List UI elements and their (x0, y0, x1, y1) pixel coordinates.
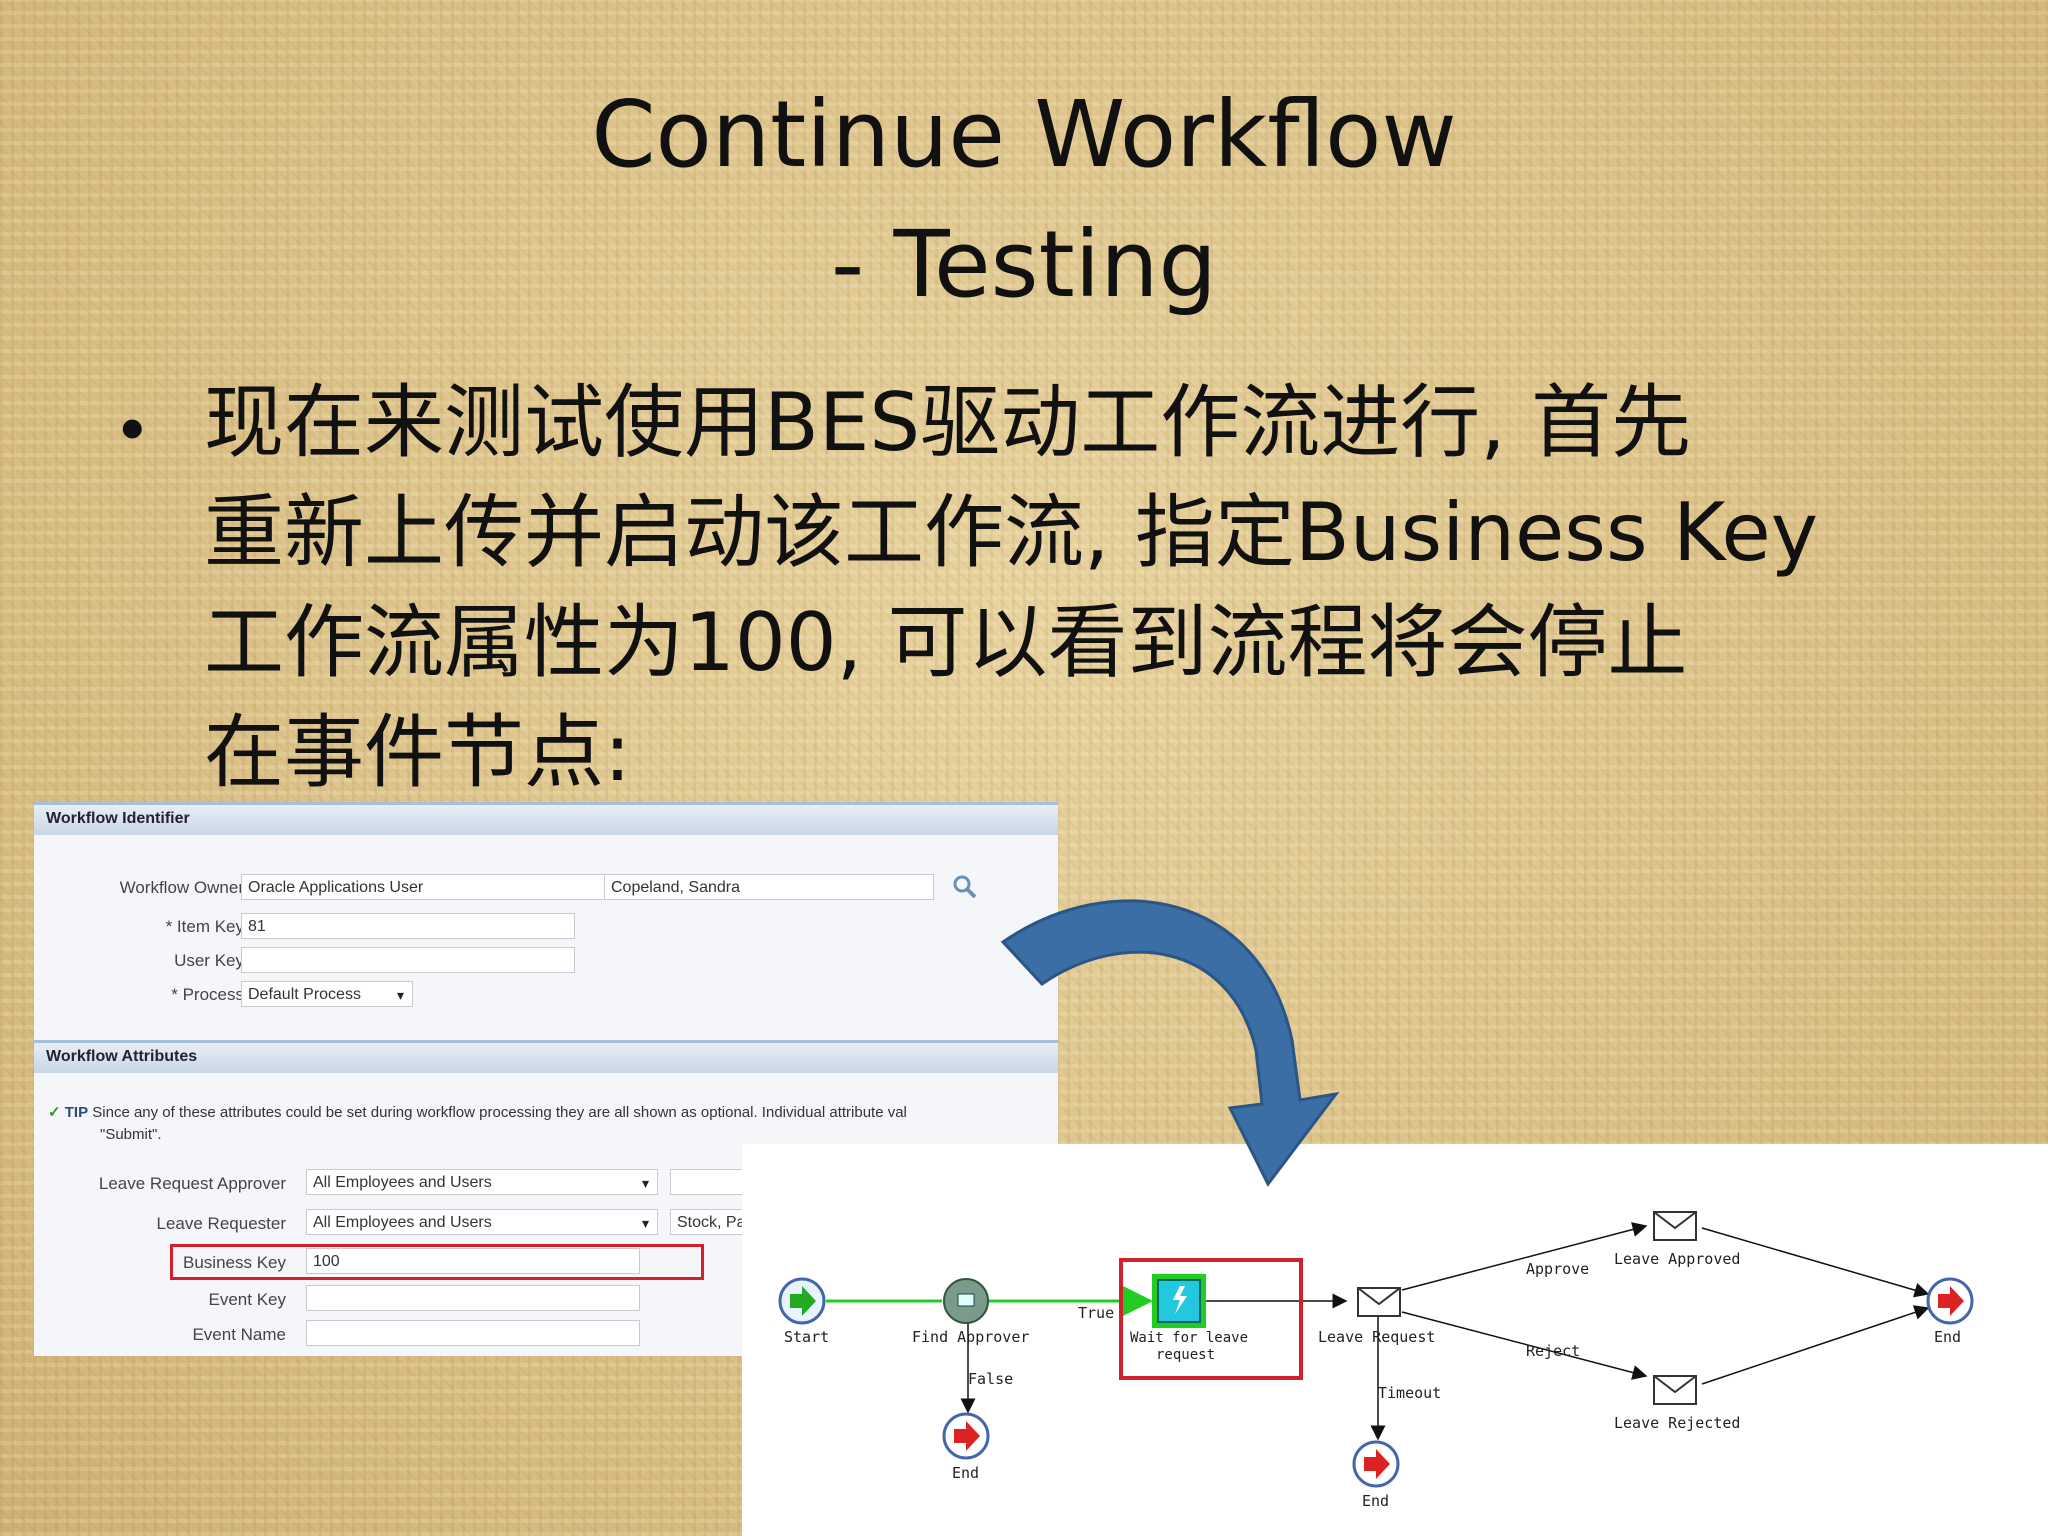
event-name-input[interactable] (306, 1320, 640, 1346)
process-value: Default Process (248, 986, 361, 1003)
requester-select[interactable]: All Employees and Users (306, 1209, 658, 1236)
business-key-highlight (170, 1244, 704, 1280)
tip-text-2: "Submit". (100, 1126, 162, 1143)
bullet-line-4: 在事件节点: (204, 706, 631, 799)
leave-approved-label: Leave Approved (1614, 1250, 1741, 1268)
workflow-owner-select[interactable]: Oracle Applications User (241, 874, 629, 901)
event-name-label: Event Name (192, 1325, 286, 1344)
workflow-owner-label: Workflow Owner (119, 878, 244, 897)
requester-label: Leave Requester (156, 1214, 286, 1233)
bullet-line-2: 重新上传并启动该工作流, 指定Business Key (204, 486, 1819, 579)
tip-text: Since any of these attributes could be s… (92, 1104, 907, 1121)
slide-title: Continue Workflow - Testing (0, 70, 2048, 330)
edge-timeout-label: Timeout (1378, 1384, 1442, 1402)
end-right-node-icon[interactable] (1926, 1277, 1974, 1325)
process-select[interactable]: Default Process (241, 981, 413, 1008)
end-false-label: End (952, 1464, 980, 1482)
start-node-icon[interactable] (778, 1277, 826, 1325)
approver-select[interactable]: All Employees and Users (306, 1169, 658, 1196)
bullet-line-3: 工作流属性为100, 可以看到流程将会停止 (204, 596, 1688, 689)
item-key-input[interactable]: 81 (241, 913, 575, 939)
workflow-owner-name-input[interactable]: Copeland, Sandra (604, 874, 934, 900)
leave-request-envelope-icon[interactable] (1357, 1287, 1401, 1317)
edge-reject-label: Reject (1526, 1342, 1581, 1360)
leave-rejected-label: Leave Rejected (1614, 1414, 1741, 1432)
tip-label: TIP (64, 1104, 89, 1121)
event-key-input[interactable] (306, 1285, 640, 1311)
leave-request-label: Leave Request (1318, 1328, 1436, 1346)
workflow-diagram-screenshot: Start Find Approver Wait for leave reque… (742, 1144, 2048, 1536)
search-icon[interactable] (952, 874, 978, 900)
edge-approve (1401, 1222, 1648, 1291)
title-line-1: Continue Workflow (591, 81, 1457, 188)
edge-approve-label: Approve (1526, 1260, 1590, 1278)
requester-value: All Employees and Users (313, 1214, 492, 1231)
approver-value: All Employees and Users (313, 1174, 492, 1191)
bullet-text: 现在来测试使用BES驱动工作流进行, 首先 重新上传并启动该工作流, 指定Bus… (204, 368, 2024, 808)
leave-approved-envelope-icon[interactable] (1653, 1211, 1697, 1241)
process-label: * Process (171, 985, 244, 1004)
start-label: Start (784, 1328, 830, 1346)
workflow-identifier-header: Workflow Identifier (34, 802, 1058, 835)
end-timeout-node-icon[interactable] (1352, 1440, 1400, 1488)
workflow-owner-value: Oracle Applications User (248, 879, 424, 896)
edge-reject (1401, 1311, 1648, 1380)
business-key-label: Business Key (183, 1253, 286, 1272)
diagram-canvas (778, 1211, 1974, 1488)
event-key-label: Event Key (208, 1290, 287, 1309)
business-key-input[interactable]: 100 (306, 1248, 640, 1274)
approver-label: Leave Request Approver (98, 1174, 286, 1193)
find-approver-node-icon[interactable] (943, 1278, 989, 1324)
edge-true-label: True (1078, 1304, 1115, 1322)
wait-label-1: Wait for leave (1130, 1330, 1249, 1346)
wait-label-2: request (1156, 1347, 1216, 1363)
end-right-label: End (1934, 1328, 1962, 1346)
user-key-input[interactable] (241, 947, 575, 973)
leave-rejected-envelope-icon[interactable] (1653, 1375, 1697, 1405)
wait-node-highlight (1119, 1258, 1303, 1380)
find-approver-label: Find Approver (912, 1328, 1030, 1346)
workflow-attributes-header: Workflow Attributes (34, 1040, 1058, 1073)
bullet-line-1: 现在来测试使用BES驱动工作流进行, 首先 (204, 376, 1692, 469)
wait-event-node-icon[interactable] (1152, 1274, 1206, 1328)
bullet-dot-icon: • (120, 389, 145, 467)
end-timeout-label: End (1362, 1492, 1390, 1510)
end-false-node-icon[interactable] (942, 1412, 990, 1460)
edge-false-label: False (968, 1370, 1014, 1388)
item-key-label: * Item Key (165, 917, 244, 936)
workflow-form-screenshot: Workflow Identifier Workflow Owner Oracl… (34, 802, 1058, 1356)
edge-approved-end (1701, 1227, 1930, 1298)
user-key-label: User Key (174, 951, 244, 970)
edge-rejected-end (1701, 1305, 1930, 1385)
checkmark-icon: ✓ (48, 1104, 61, 1121)
tip-message: ✓ TIP Since any of these attributes coul… (48, 1102, 1058, 1146)
title-line-2: - Testing (831, 211, 1217, 318)
